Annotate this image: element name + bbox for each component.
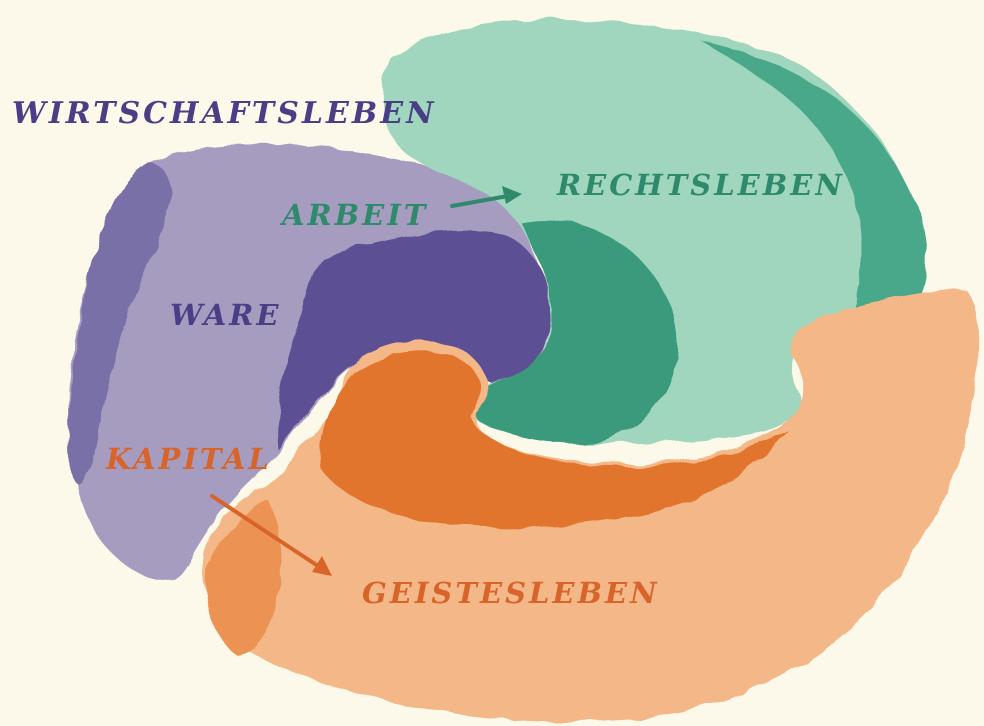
geistesleben-label: GEISTESLEBEN [362, 576, 660, 610]
ware-label: WARE [170, 298, 281, 332]
arbeit-label: ARBEIT [282, 198, 428, 232]
kapital-label: KAPITAL [106, 442, 272, 476]
wirtschaftsleben-label: WIRTSCHAFTSLEBEN [12, 96, 437, 131]
rechtsleben-label: RECHTSLEBEN [557, 168, 845, 202]
